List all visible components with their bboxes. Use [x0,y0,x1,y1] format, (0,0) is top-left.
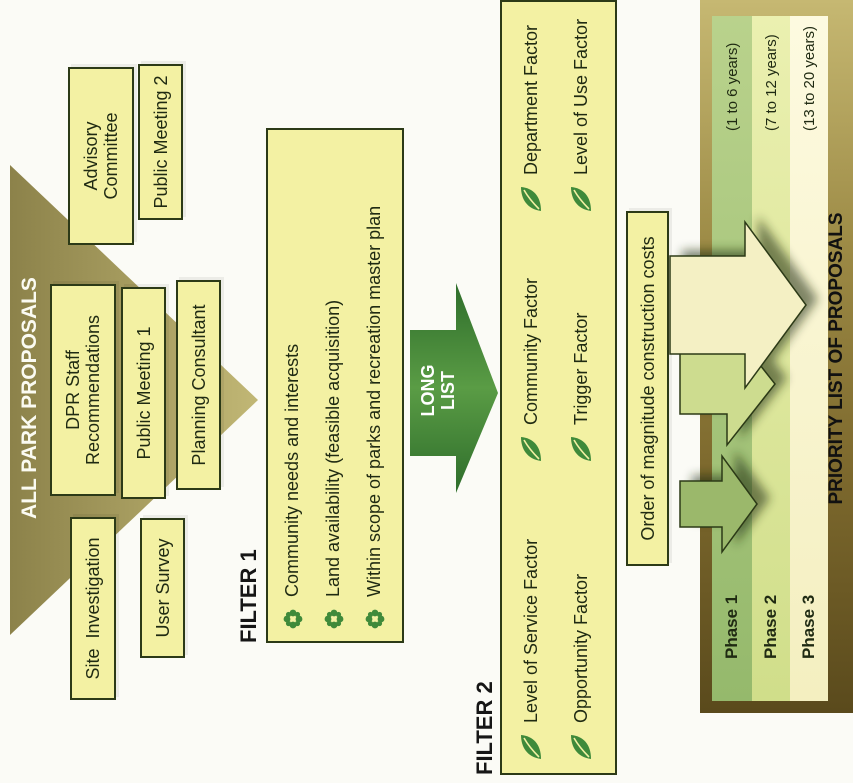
filter2-factor-5: Trigger Factor [569,313,593,463]
leaf-icon [521,437,541,461]
planning-consultant-box: Planning Consultant [176,280,221,490]
dpr-staff-label-2: Recommendations [83,314,103,466]
filter1-criterion-1-label: Community needs and interests [282,343,302,597]
leaf-icon [571,735,591,759]
filter2-factor-4: Opportunity Factor [569,574,593,761]
long-list-label-1: LONG [418,364,438,417]
phase-3-range: (13 to 20 years) [800,25,818,131]
filter1-criterion-2: Land availability (feasible acquisition) [323,300,344,629]
public-meeting-1-box: Public Meeting 1 [121,287,166,499]
phase-row-3: Phase 3 (13 to 20 years) [790,16,828,701]
filter1-heading: FILTER 1 [236,549,261,643]
dpr-staff-box: DPR Staff Recommendations [50,284,116,496]
site-investigation-box: Site Investigation [70,517,116,700]
filter2-factor-1-label: Level of Service Factor [520,538,541,723]
long-list-arrow [410,283,500,493]
phase-row-2: Phase 2 (7 to 12 years) [752,16,790,701]
user-survey-label: User Survey [152,538,173,638]
leaf-icon [521,735,541,759]
priority-list-heading: PRIORITY LIST OF PROPOSALS [826,212,847,505]
advisory-committee-label-1: Advisory [81,121,101,191]
filter2-box: Level of Service Factor Community Factor… [500,0,617,775]
filter2-factor-2-label: Community Factor [520,277,541,425]
advisory-committee-box: Advisory Committee [68,67,134,245]
long-list-label-2: LIST [438,371,458,410]
long-list-label: LONG LIST [418,323,458,458]
leaf-icon [571,437,591,461]
phase-2-range: (7 to 12 years) [762,34,780,131]
filter2-factor-4-label: Opportunity Factor [570,573,591,723]
flower-icon [283,609,302,629]
filter2-factor-6-label: Level of Use Factor [570,18,591,175]
filter1-box: Community needs and interests Land avail… [266,128,404,643]
filter1-criterion-2-label: Land availability (feasible acquisition) [323,299,343,597]
leaf-icon [571,187,591,211]
planning-consultant-label: Planning Consultant [188,304,209,466]
filter2-factor-3: Department Factor [519,25,543,213]
filter1-criterion-1: Community needs and interests [282,344,303,629]
filter2-factor-3-label: Department Factor [520,24,541,175]
filter2-heading: FILTER 2 [472,681,497,775]
advisory-committee-label-2: Committee [101,112,121,200]
phase-2-label: Phase 2 [761,594,780,659]
public-meeting-2-box: Public Meeting 2 [138,64,183,220]
filter2-factor-6: Level of Use Factor [569,19,593,213]
public-meeting-2-label: Public Meeting 2 [150,75,171,209]
phase-1-label: Phase 1 [722,594,741,659]
phase-row-1: Phase 1 (1 to 6 years) [712,16,752,701]
phase-1-range: (1 to 6 years) [723,42,741,131]
filter2-factor-5-label: Trigger Factor [570,312,591,425]
all-proposals-heading: ALL PARK PROPOSALS [18,277,41,519]
site-investigation-label: Site Investigation [83,537,103,680]
phase-3-label: Phase 3 [799,594,818,659]
flower-icon [365,609,384,629]
user-survey-box: User Survey [140,518,185,658]
flower-icon [324,609,343,629]
dpr-staff-label-1: DPR Staff [63,350,83,430]
filter1-criterion-3: Within scope of parks and recreation mas… [364,206,385,629]
leaf-icon [521,187,541,211]
construction-cost-label: Order of magnitude construction costs [637,236,658,541]
filter2-factor-1: Level of Service Factor [519,539,543,761]
public-meeting-1-label: Public Meeting 1 [133,326,154,460]
filter2-factor-2: Community Factor [519,278,543,463]
construction-cost-box: Order of magnitude construction costs [626,211,669,566]
filter1-criterion-3-label: Within scope of parks and recreation mas… [364,205,384,597]
